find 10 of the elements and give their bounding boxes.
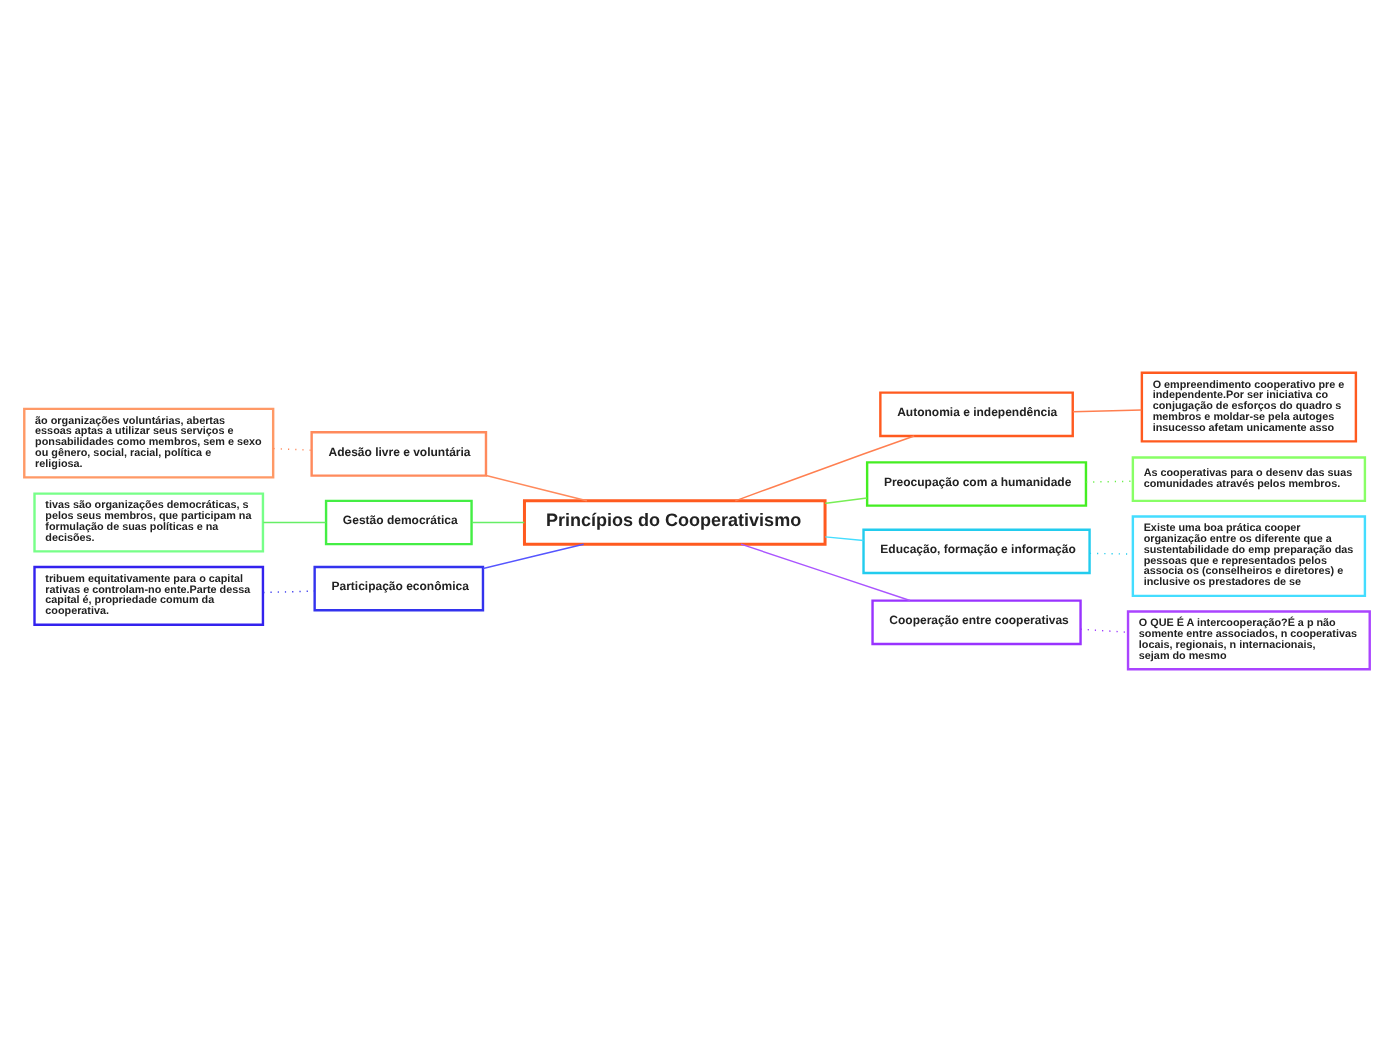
connector xyxy=(824,496,868,504)
connector xyxy=(485,473,588,501)
connector xyxy=(482,542,585,569)
connector xyxy=(262,520,327,523)
connector xyxy=(824,535,865,541)
connector xyxy=(1072,408,1143,412)
connector xyxy=(471,520,525,523)
connector xyxy=(734,434,915,501)
connector xyxy=(740,542,911,601)
node-box: Princípios do Cooperativismo xyxy=(522,498,827,545)
